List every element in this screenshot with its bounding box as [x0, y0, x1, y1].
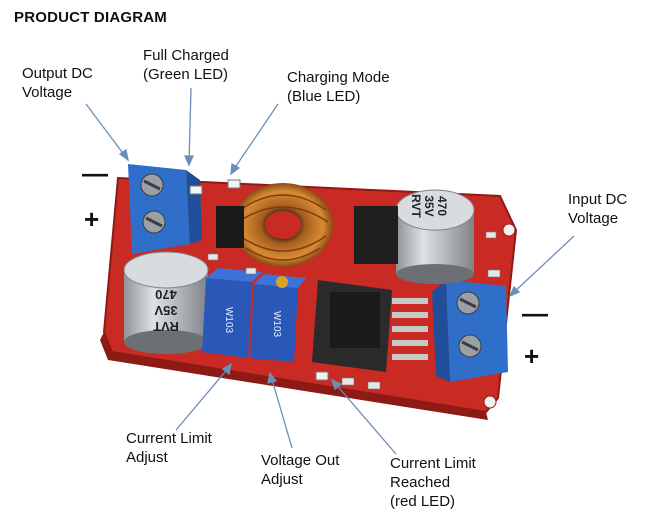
capacitor-right-text-2: 35V [422, 195, 436, 216]
label-voltage-out-adjust: Voltage Out Adjust [261, 452, 340, 488]
label-output-dc-voltage: Output DC Voltage [22, 65, 93, 101]
pointer-voltage-out-adjust [270, 375, 293, 449]
label-charging-mode: Charging Mode (Blue LED) [287, 69, 390, 105]
toroid-inductor [233, 183, 333, 267]
pointer-full-charged [188, 87, 192, 165]
capacitor-right-text-1: 470 [435, 196, 449, 216]
mounting-hole [502, 223, 516, 237]
output-minus-sign: — [82, 158, 108, 188]
input-terminal-block [432, 280, 508, 382]
small-ic [216, 206, 244, 248]
capacitor-left-text-1: 470 [155, 287, 177, 302]
label-full-charged: Full Charged (Green LED) [143, 47, 229, 83]
capacitor-right-text-3: RVT [409, 194, 423, 218]
blue-led [227, 179, 241, 189]
input-plus-sign: + [524, 341, 540, 371]
regulator-ic [312, 280, 428, 372]
label-current-limit-reached: Current Limit Reached (red LED) [390, 455, 476, 510]
page-title: PRODUCT DIAGRAM [14, 9, 167, 26]
potentiometer-voltage-out: W103 [250, 274, 306, 362]
label-input-dc-voltage: Input DC Voltage [568, 191, 628, 227]
potentiometer-current-limit: W103 [202, 268, 262, 358]
diode-chip [354, 206, 398, 264]
capacitor-left: 470 35V RVT [123, 251, 209, 354]
output-plus-sign: + [84, 204, 100, 234]
capacitor-right: 470 35V RVT [395, 189, 475, 284]
capacitor-left-text-3: RVT [153, 319, 179, 334]
label-current-limit-adjust: Current Limit Adjust [126, 430, 212, 466]
pointer-input-dc [511, 235, 575, 295]
input-minus-sign: — [522, 298, 548, 328]
pointer-lines [85, 87, 575, 455]
pointer-charging-mode [231, 103, 279, 173]
pointer-output-dc [85, 103, 129, 161]
red-led [315, 371, 329, 381]
pot-left-code: W103 [223, 307, 234, 334]
smd-parts [207, 231, 501, 390]
pot-right-code: W103 [271, 311, 282, 338]
pointer-current-limit-adjust [175, 365, 231, 431]
mounting-hole [483, 395, 497, 409]
capacitor-left-text-2: 35V [154, 303, 177, 318]
output-terminal-block [128, 164, 202, 254]
pointer-current-limit-reached [333, 381, 397, 455]
green-led [189, 185, 203, 195]
